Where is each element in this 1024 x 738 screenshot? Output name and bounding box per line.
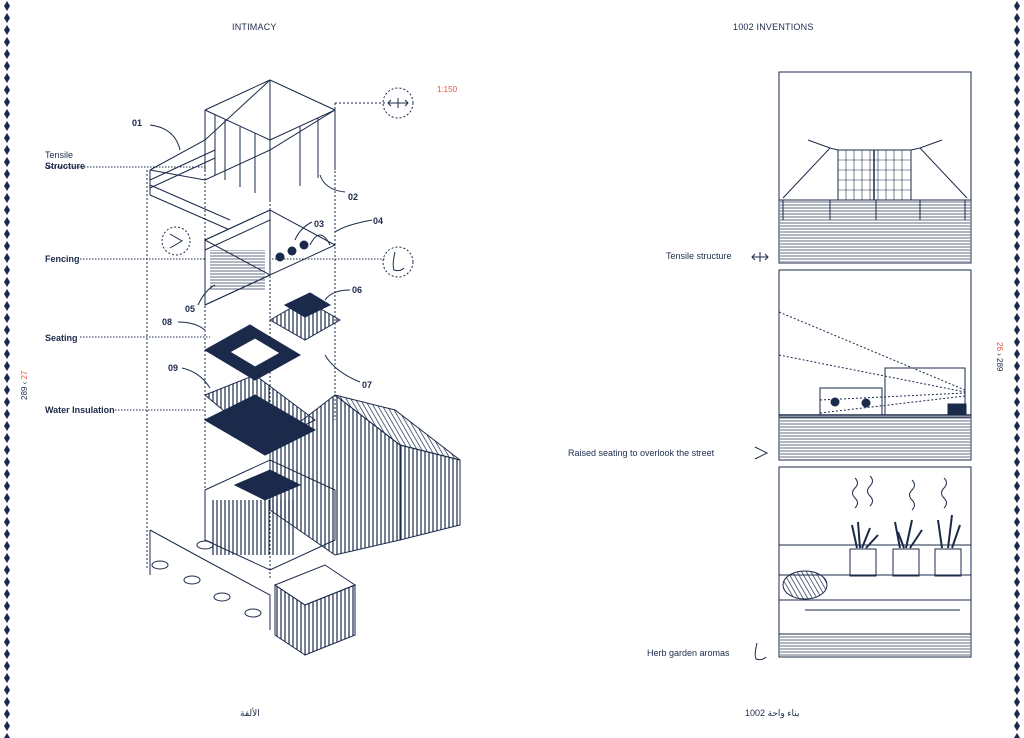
left-page-current: 27 xyxy=(20,370,29,380)
callout-05: 05 xyxy=(185,304,196,314)
left-page-footer: الألفة xyxy=(240,708,260,718)
tensile-label-line2: Structure xyxy=(45,161,86,171)
nose-icon xyxy=(382,246,414,278)
seating-label: Seating xyxy=(45,333,78,343)
callout-04: 04 xyxy=(373,216,384,226)
callout-09: 09 xyxy=(168,363,179,373)
callout-06: 06 xyxy=(352,285,363,295)
panel-label-tensile: Tensile structure xyxy=(666,251,732,261)
right-page-number: 26 › 289 xyxy=(995,342,1004,371)
tensile-arrows-icon xyxy=(382,87,414,119)
tensile-label-line1: Tensile xyxy=(45,150,74,160)
fencing-label: Fencing xyxy=(45,254,80,264)
panel-label-raised-seating: Raised seating to overlook the street xyxy=(568,448,715,458)
left-chevron-icon: ‹ xyxy=(20,379,29,385)
callout-07: 07 xyxy=(362,380,373,390)
callout-02: 02 xyxy=(348,192,359,202)
water-insulation-label: Water Insulation xyxy=(45,405,115,415)
herb-garden-nose-icon xyxy=(754,642,767,661)
right-border-pattern xyxy=(1010,0,1024,738)
right-page-header: 1002 INVENTIONS xyxy=(733,22,814,32)
left-border-svg xyxy=(0,0,14,738)
tensile-structure-arrows-icon xyxy=(751,252,769,262)
left-border-pattern xyxy=(0,0,14,738)
right-page-footer: بناء واحة 1002 xyxy=(745,708,800,718)
right-page-current: 26 xyxy=(995,342,1004,351)
left-page-header: INTIMACY xyxy=(232,22,277,32)
callout-03: 03 xyxy=(314,219,325,229)
left-page-total: 289 xyxy=(20,386,29,400)
eye-icon xyxy=(161,226,191,256)
right-border-svg xyxy=(1010,0,1024,738)
callout-08: 08 xyxy=(162,317,173,327)
raised-seating-eye-icon xyxy=(754,446,769,460)
left-page-number: 289 ‹ 27 xyxy=(20,371,29,400)
panel-label-herb-garden: Herb garden aromas xyxy=(647,648,730,658)
callout-01: 01 xyxy=(132,118,143,128)
scale-label: 1:150 xyxy=(437,85,458,94)
right-page-total: 289 xyxy=(995,358,1004,372)
